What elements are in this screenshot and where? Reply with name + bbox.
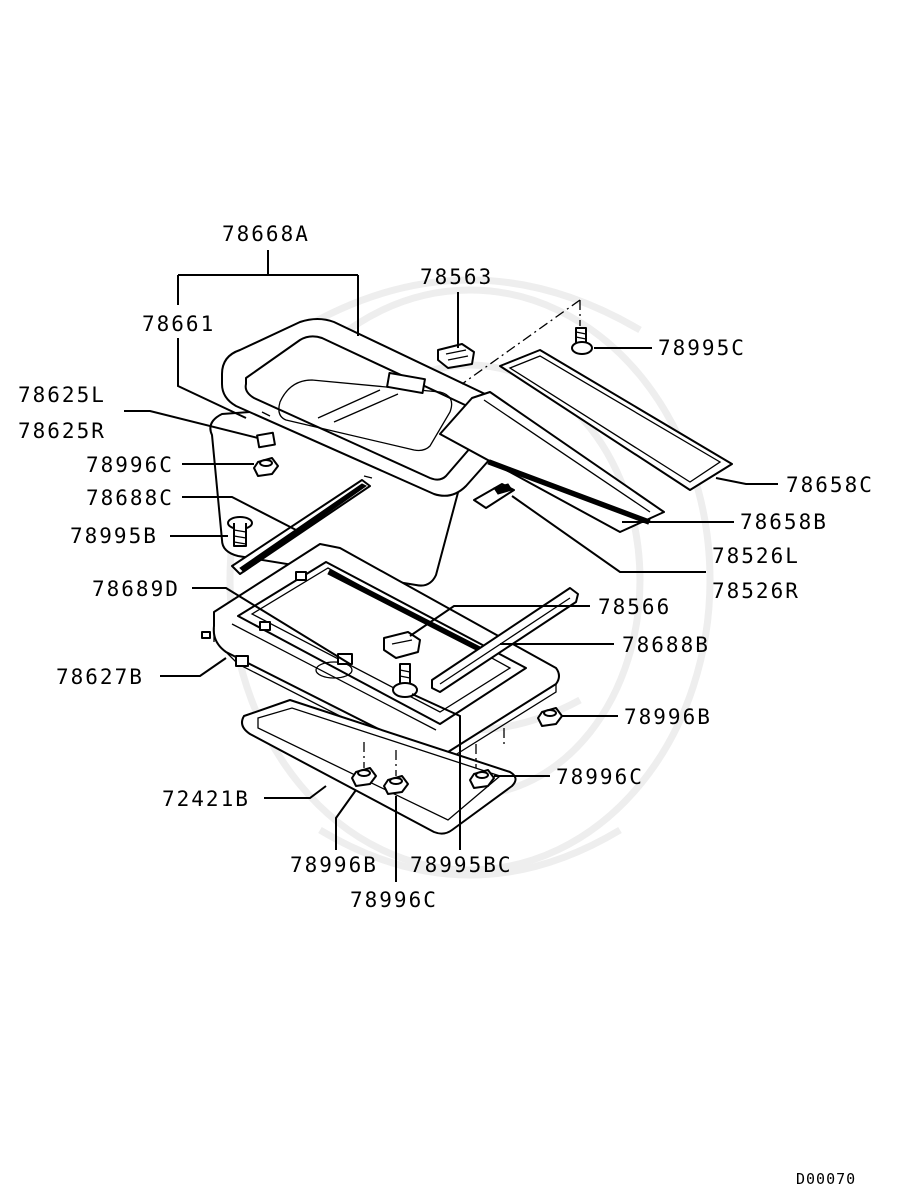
nut-right-part bbox=[537, 707, 563, 727]
nut-bottom-b-part bbox=[351, 767, 377, 787]
callout-rail: 78688B bbox=[622, 633, 710, 657]
motor-link-part bbox=[383, 631, 421, 659]
callout-glass-assy: 78668A bbox=[222, 222, 310, 246]
callout-nut-bottom-b: 78996B bbox=[290, 853, 378, 877]
callout-shade-panel: 78658C bbox=[786, 473, 874, 497]
callout-screw-left: 78995B bbox=[70, 524, 158, 548]
callout-nut-top: 78996C bbox=[86, 453, 174, 477]
callout-bracket-l: 78625L bbox=[18, 383, 106, 407]
screw-top-part bbox=[571, 327, 593, 355]
callout-frame: 78627B bbox=[56, 665, 144, 689]
screw-left-part bbox=[227, 516, 253, 547]
bracket-part bbox=[256, 431, 276, 449]
callout-guide-r: 78526R bbox=[712, 579, 800, 603]
seal-strip-part bbox=[231, 479, 371, 575]
deflector-part bbox=[437, 343, 475, 369]
callout-motor-link: 78566 bbox=[598, 595, 671, 619]
callout-screw-top: 78995C bbox=[658, 336, 746, 360]
callout-bolt-bottom: 78995BC bbox=[410, 853, 513, 877]
nut-top-part bbox=[253, 457, 279, 477]
leader-lines bbox=[124, 250, 778, 882]
sunshade-panel bbox=[499, 349, 733, 491]
callout-guide-l: 78526L bbox=[712, 544, 800, 568]
diagram-code: D00070 bbox=[796, 1170, 856, 1187]
callout-bracket-r: 78625R bbox=[18, 419, 106, 443]
callout-nut-lower-right: 78996C bbox=[556, 765, 644, 789]
callout-seal-strip: 78688C bbox=[86, 486, 174, 510]
callout-glass-panel: 78661 bbox=[142, 312, 215, 336]
nut-lower-right-part bbox=[469, 769, 495, 789]
nut-bottom-c-part bbox=[383, 775, 409, 795]
callout-drain-hose: 78689D bbox=[92, 577, 180, 601]
callout-nut-bottom-c: 78996C bbox=[350, 888, 438, 912]
guide-part bbox=[473, 483, 515, 509]
rail-part bbox=[431, 587, 579, 693]
callout-deflector: 78563 bbox=[420, 265, 493, 289]
bolt-bottom-part bbox=[392, 663, 418, 698]
callout-drain-frame: 72421B bbox=[162, 787, 250, 811]
callout-shade-rail: 78658B bbox=[740, 510, 828, 534]
callout-nut-right: 78996B bbox=[624, 705, 712, 729]
